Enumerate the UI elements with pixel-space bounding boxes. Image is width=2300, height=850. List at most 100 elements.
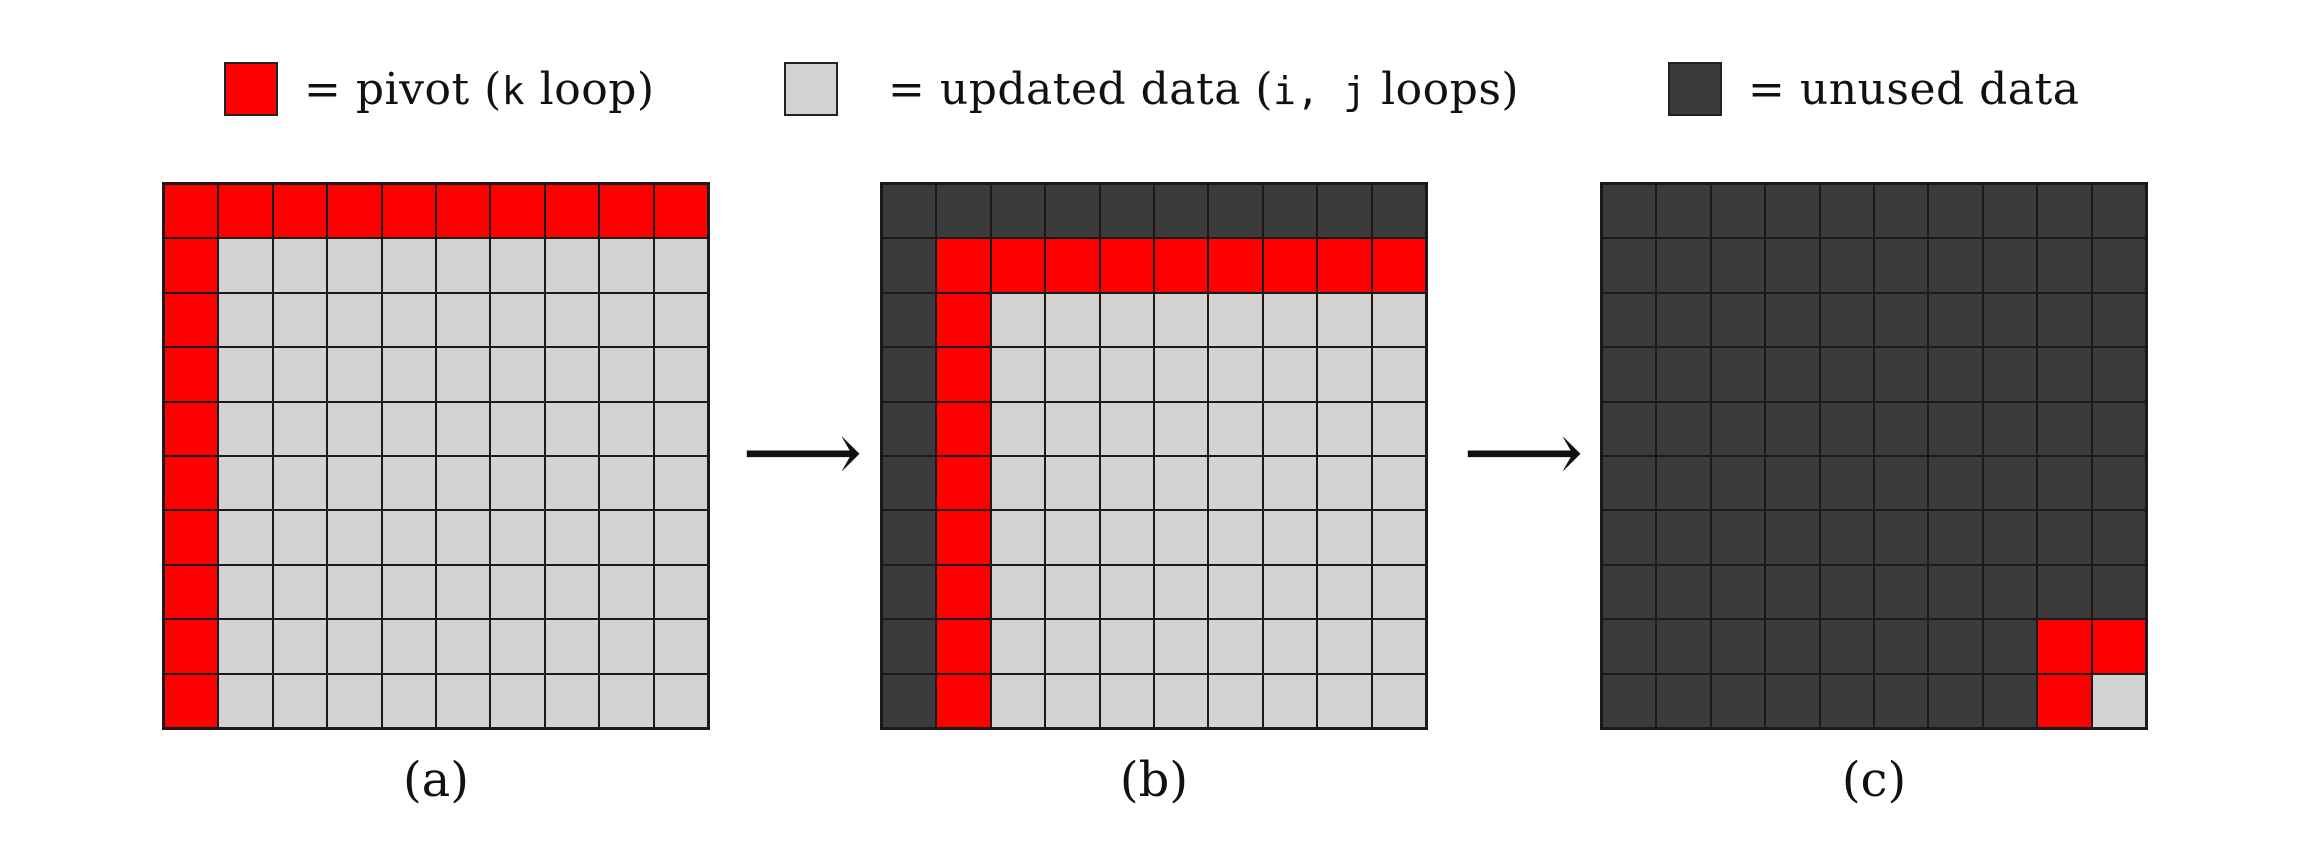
unused-cell bbox=[1602, 564, 1657, 620]
updated-cell bbox=[1317, 401, 1372, 456]
unused-cell bbox=[1710, 673, 1766, 728]
updated-cell bbox=[1371, 673, 1426, 728]
updated-cell bbox=[436, 456, 491, 511]
unused-cell bbox=[1602, 347, 1657, 402]
unused-cell bbox=[2037, 401, 2092, 456]
caption-b: (b) bbox=[1119, 752, 1189, 808]
pivot-cell bbox=[2037, 673, 2092, 728]
updated-cell bbox=[218, 347, 273, 402]
grid-panel-b bbox=[880, 182, 1428, 730]
unused-cell bbox=[882, 510, 937, 565]
unused-cell bbox=[1874, 619, 1929, 674]
updated-cell bbox=[272, 401, 328, 456]
unused-cell bbox=[2037, 347, 2092, 402]
updated-cell bbox=[1262, 619, 1318, 674]
unused-cell bbox=[1710, 456, 1766, 511]
unused-cell bbox=[1819, 564, 1874, 620]
updated-cell bbox=[1154, 510, 1209, 565]
updated-cell bbox=[599, 401, 654, 456]
updated-cell bbox=[599, 619, 654, 674]
updated-cell bbox=[599, 564, 654, 620]
unused-cell bbox=[1710, 510, 1766, 565]
updated-cell bbox=[1371, 347, 1426, 402]
updated-cell bbox=[272, 673, 328, 728]
pivot-cell bbox=[653, 184, 708, 239]
updated-cell bbox=[599, 673, 654, 728]
updated-cell bbox=[218, 238, 273, 293]
unused-cell bbox=[1710, 184, 1766, 239]
updated-cell bbox=[1371, 292, 1426, 348]
updated-cell bbox=[381, 564, 436, 620]
updated-cell bbox=[1371, 510, 1426, 565]
updated-cell bbox=[218, 673, 273, 728]
pivot-cell bbox=[1317, 238, 1372, 293]
updated-cell bbox=[1208, 347, 1263, 402]
updated-cell bbox=[1099, 510, 1154, 565]
updated-cell bbox=[1154, 456, 1209, 511]
unused-cell bbox=[1765, 510, 1820, 565]
unused-cell bbox=[1765, 673, 1820, 728]
unused-cell bbox=[1928, 619, 1983, 674]
unused-cell bbox=[1710, 238, 1766, 293]
pivot-cell bbox=[936, 238, 991, 293]
updated-cell bbox=[327, 564, 382, 620]
pivot-cell bbox=[164, 238, 219, 293]
unused-cell bbox=[882, 456, 937, 511]
updated-cell bbox=[381, 292, 436, 348]
updated-cell bbox=[1371, 619, 1426, 674]
unused-cell bbox=[1765, 456, 1820, 511]
grid-panel-a bbox=[162, 182, 710, 730]
unused-cell bbox=[882, 238, 937, 293]
unused-cell bbox=[2037, 456, 2092, 511]
updated-cell bbox=[490, 401, 545, 456]
updated-cell bbox=[653, 401, 708, 456]
updated-cell bbox=[1045, 510, 1100, 565]
unused-cell bbox=[1710, 564, 1766, 620]
pivot-cell bbox=[164, 619, 219, 674]
updated-cell bbox=[653, 619, 708, 674]
pivot-swatch bbox=[224, 62, 278, 116]
unused-cell bbox=[1928, 673, 1983, 728]
unused-cell bbox=[1371, 184, 1426, 239]
unused-cell bbox=[882, 292, 937, 348]
updated-cell bbox=[1317, 292, 1372, 348]
unused-cell bbox=[1262, 184, 1318, 239]
updated-cell bbox=[1317, 564, 1372, 620]
updated-cell bbox=[436, 673, 491, 728]
pivot-cell bbox=[436, 184, 491, 239]
caption-c: (c) bbox=[1841, 752, 1907, 808]
pivot-cell bbox=[544, 184, 600, 239]
unused-cell bbox=[1928, 184, 1983, 239]
pivot-cell bbox=[990, 238, 1046, 293]
pivot-cell bbox=[1099, 238, 1154, 293]
updated-cell bbox=[1371, 564, 1426, 620]
pivot-cell bbox=[2091, 619, 2146, 674]
updated-cell bbox=[1317, 456, 1372, 511]
pivot-cell bbox=[936, 401, 991, 456]
updated-cell bbox=[544, 673, 600, 728]
updated-cell bbox=[272, 456, 328, 511]
updated-cell bbox=[1154, 564, 1209, 620]
pivot-cell bbox=[272, 184, 328, 239]
unused-cell bbox=[1874, 238, 1929, 293]
updated-cell bbox=[381, 401, 436, 456]
updated-cell bbox=[653, 456, 708, 511]
unused-cell bbox=[1928, 456, 1983, 511]
updated-cell bbox=[436, 619, 491, 674]
unused-cell bbox=[1874, 673, 1929, 728]
updated-cell bbox=[490, 238, 545, 293]
updated-cell bbox=[1208, 673, 1263, 728]
unused-cell bbox=[1982, 456, 2038, 511]
updated-cell bbox=[436, 292, 491, 348]
updated-cell bbox=[653, 347, 708, 402]
updated-cell bbox=[327, 347, 382, 402]
unused-cell bbox=[1602, 510, 1657, 565]
unused-cell bbox=[2091, 238, 2146, 293]
updated-cell bbox=[1099, 456, 1154, 511]
pivot-cell bbox=[164, 456, 219, 511]
unused-cell bbox=[936, 184, 991, 239]
unused-cell bbox=[1656, 619, 1711, 674]
updated-cell bbox=[381, 619, 436, 674]
pivot-cell bbox=[1262, 238, 1318, 293]
pivot-cell bbox=[164, 347, 219, 402]
